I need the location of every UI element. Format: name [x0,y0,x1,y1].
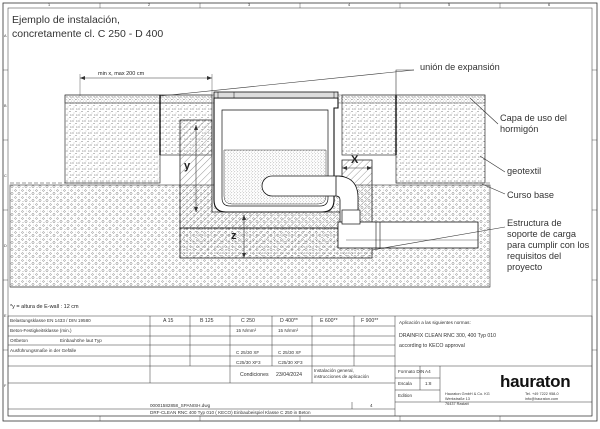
dimension-z-label: z [231,230,237,242]
grid-row-c: C [4,174,7,178]
callout-support-line5: proyecto [507,262,543,272]
company-address-3: 76437 Rastatt [445,402,469,406]
exposure-d400: C 25/30 XF [278,350,302,355]
grid-row-d: D [4,244,7,248]
title-block [7,315,593,417]
grid-col-4: 4 [348,3,351,7]
right-concrete-slab [395,94,486,184]
callout-surface-line2: hormigón [500,124,539,134]
concrete-strength-d400: 15 N/mm² [278,328,299,333]
drawing-footer: DRF-CLEAN RNC 400 Typ 010 ( KECO) Einbau… [150,410,311,415]
grid-row-b: B [4,104,7,108]
callout-support-line2: soporte de carga [507,229,576,239]
install-note-line1: Instalación general, [314,368,354,373]
table-in-situ-note: Einbauhöhe laut Typ [60,338,102,343]
table-concrete-label: Beton-Festigkeitsklasse (min.) [10,328,72,333]
callout-surface-line1: Capa de uso del [500,113,567,123]
table-load-class-label: Belastungsklasse EN 1433 / DIN 19580 [10,318,91,323]
dimension-min-x: min x, max 200 cm [98,71,145,77]
grid-col-3: 3 [248,3,251,7]
grid-row-a: A [4,34,7,38]
grid-col-6: 6 [548,3,551,7]
conditions-date: 23/04/2024 [276,372,302,378]
exposure-c250: C 25/30 XF [236,350,260,355]
product-line2: according to KECO approval [399,343,465,349]
callout-geotextile: geotextil [507,166,542,176]
drawing-title-line2: concretamente cl. C 250 - D 400 [12,28,164,40]
format-label: Formato DIN [398,369,425,374]
class-d400: D 400** [280,318,298,324]
class-b125: B 125 [200,318,214,324]
callout-expansion-joint: unión de expansión [420,62,500,72]
dimension-y-label: y [184,160,191,172]
grid-row-e: E [4,314,7,318]
exposure-c250-row2: C25/30 XF3 [236,360,261,365]
class-f900: F 900** [361,318,379,324]
footnote: *y = altura de E-wall : 12 cm [10,304,79,310]
callout-support-line1: Estructura de [507,218,562,228]
format-value: A4 [425,369,431,374]
company-address-2: Werkstraße 13 [445,397,470,401]
table-in-situ-label: Ortbeton [10,338,28,343]
callout-support-line4: requisitos del [507,251,562,261]
company-phone: Tel. +49 7222 958-0 [525,392,559,396]
grate [213,91,339,99]
class-e600: E 600** [320,318,338,324]
callout-support-line3: para cumplir con los [507,240,590,250]
sheet-number: 4 [370,403,373,408]
callout-base-course: Curso base [507,190,554,200]
table-dimensions-label: Ausführungsmaße in der Gefälle [10,348,77,353]
install-note-line2: instrucciones de aplicación [314,374,369,379]
drawing-title-line1: Ejemplo de instalación, [12,14,120,26]
grid-col-5: 5 [448,3,451,7]
leader-lines [159,69,506,251]
drawing-id: 00001582858_SPANISH.dwg [150,403,211,408]
conditions-label: Condiciones [240,372,269,378]
company-address-1: Hauraton GmbH & Co. KG [445,392,490,396]
left-concrete-slab [64,94,161,184]
concrete-strength-c250: 15 N/mm² [236,328,257,333]
exposure-d400-row2: C25/30 XF3 [278,360,303,365]
grid-col-2: 2 [148,3,151,7]
class-c250: C 250 [241,318,255,324]
approval-title: Aplicación a las siguientes normas: [399,320,471,325]
grid-col-1: 1 [48,3,51,7]
company-logo: hauraton [500,372,571,391]
grid-row-f: F [4,384,7,388]
company-email: info@hauraton.com [525,397,559,401]
product-line1: DRAINFIX CLEAN RNC 300, 400 Typ 010 [399,333,497,339]
dimension-x-label: X [351,154,359,166]
scale-label: Escala [398,381,412,386]
class-a15: A 15 [163,318,174,324]
edition-label: Edition [398,393,413,398]
scale-value: 1:8 [425,381,432,386]
